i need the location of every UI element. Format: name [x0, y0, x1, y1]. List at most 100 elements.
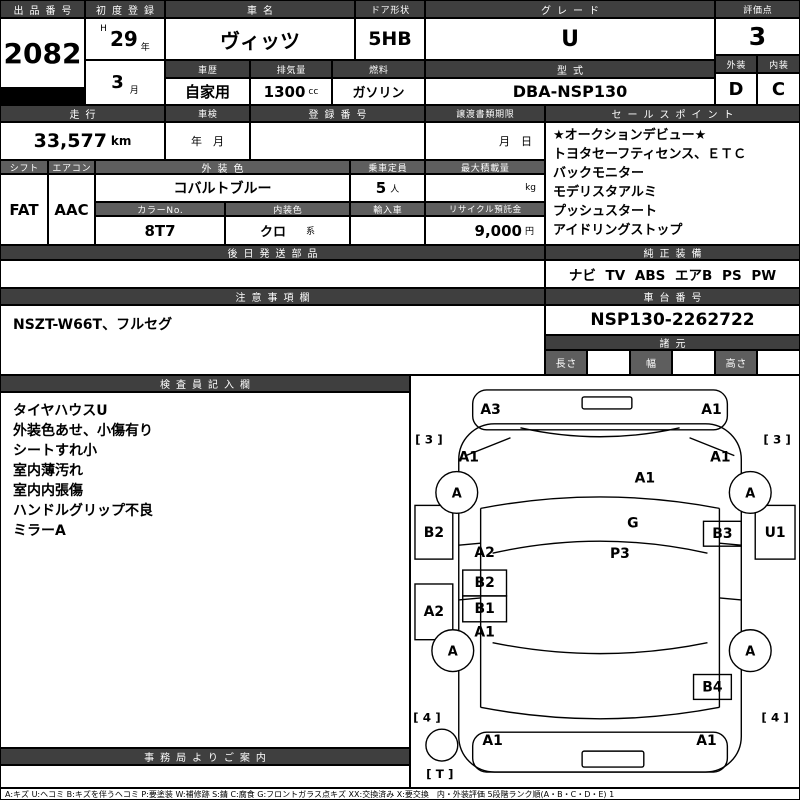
capacity-value: 5 人 [351, 175, 424, 201]
inspector-note-line: 室内薄汚れ [13, 463, 83, 479]
mark-bracket-rear-right: [ 4 ] [761, 710, 789, 724]
mark-door-left-front: A2 [474, 545, 494, 561]
model-code-label: 型式 [426, 61, 714, 77]
mark-bumper-front-right: A1 [701, 402, 721, 418]
left-door-box-rear [462, 595, 508, 623]
interior-grade-value: C [758, 74, 799, 104]
recycle-deposit-label: リサイクル預託金 [426, 203, 544, 215]
spare-tire [425, 728, 459, 762]
mark-bracket-front-right: [ 3 ] [763, 433, 791, 447]
length-value [588, 351, 629, 374]
headlight-left [465, 437, 511, 457]
exterior-color-value: コバルトブルー [96, 175, 349, 201]
sales-point-line: アイドリングストップ [553, 223, 683, 238]
tailgate-line [480, 706, 720, 720]
registration-number-label: 登録番号 [251, 106, 424, 121]
grade-value: U [426, 19, 714, 59]
aircon-label: エアコン [49, 161, 94, 173]
shift-label: シフト [1, 161, 47, 173]
transfer-deadline-label: 譲渡書類期限 [426, 106, 544, 121]
model-code-value: DBA-NSP130 [426, 79, 714, 104]
first-registration-label: 初度登録 [86, 1, 164, 17]
door-shape-value: 5HB [356, 19, 424, 59]
color-number-value: 8T7 [96, 217, 224, 244]
mark-wheel-rear-left: A [448, 645, 458, 660]
office-info-value [1, 766, 409, 787]
inspector-note-line: ミラーA [13, 523, 66, 539]
mark-side-panel-right: U1 [765, 525, 786, 541]
capacity-number: 5 [375, 179, 387, 197]
front-bumper [471, 389, 729, 431]
aircon-value: AAC [49, 175, 94, 244]
sales-point-line: モデリスタアルミ [553, 185, 657, 200]
mileage-number: 33,577 [33, 130, 107, 152]
caution-label: 注意事項欄 [1, 289, 544, 304]
sales-point-line: プッシュスタート [553, 204, 658, 219]
left-side-panel-rear [414, 583, 454, 641]
fuel-value: ガソリン [333, 79, 424, 104]
lot-number-value: 2082 [1, 19, 84, 87]
first-registration-year-value: 29 [109, 27, 138, 51]
score-label: 評価点 [716, 1, 799, 17]
rear-right-wheel [728, 629, 772, 673]
first-registration-month: 3 月 [86, 61, 164, 104]
mark-bumper-front-left: A3 [480, 402, 500, 418]
grille-line [520, 427, 680, 438]
first-registration-month-value: 3 [111, 72, 124, 93]
displacement-number: 1300 [263, 82, 306, 101]
transfer-deadline-value: 月 日 [426, 123, 544, 159]
recycle-deposit-number: 9,000 [474, 221, 522, 240]
chassis-number-value: NSP130-2262722 [546, 306, 799, 334]
inspector-notes-list: タイヤハウスU 外装色あせ、小傷有り シートすれ小 室内薄汚れ 室内内張傷 ハン… [1, 393, 409, 747]
mark-fender-front-left: A1 [458, 450, 478, 466]
sales-point-line: ★オークションデビュー★ [553, 128, 707, 143]
max-load-value: kg [426, 175, 544, 201]
rear-left-wheel [431, 629, 475, 673]
mark-door-left-mid: B2 [474, 575, 494, 591]
windshield-base [492, 540, 708, 554]
front-right-wheel [728, 470, 772, 515]
car-name-label: 車名 [166, 1, 354, 17]
height-label: 高さ [716, 351, 756, 374]
caution-value: NSZT-W66T、フルセグ [1, 306, 544, 374]
door-shape-label: ドア形状 [356, 1, 424, 17]
later-shipped-parts-label: 後日発送部品 [1, 246, 544, 259]
genuine-equipment-value: ナビ TV ABS エアB PS PW [546, 261, 799, 287]
mark-quarter-left: A1 [474, 625, 494, 641]
mileage-label: 走行 [1, 106, 164, 121]
mark-roof: P3 [610, 546, 630, 562]
mark-bumper-rear-left: A1 [482, 733, 502, 749]
mark-windshield: G [627, 515, 638, 531]
mark-quarter-right: B4 [702, 679, 723, 695]
month-unit: 月 [129, 86, 139, 96]
front-left-wheel [435, 470, 479, 515]
displacement-unit: cc [308, 86, 319, 97]
capacity-label: 乗車定員 [351, 161, 424, 173]
mark-bumper-rear-right: A1 [696, 733, 716, 749]
displacement-label: 排気量 [251, 61, 331, 77]
inspection-value: 年 月 [166, 123, 249, 159]
exterior-color-label: 外装色 [96, 161, 349, 173]
mark-side-panel-left-front: B2 [424, 525, 444, 541]
headlight-right [689, 437, 735, 457]
sales-points-list: ★オークションデビュー★ トヨタセーフティセンス、ＥＴＣ バックモニター モデリ… [546, 123, 799, 244]
inspector-note-line: タイヤハウスU [13, 403, 108, 419]
mark-fender-front-right: A1 [710, 450, 730, 466]
mark-wheel-rear-right: A [745, 645, 755, 660]
max-load-label: 最大積載量 [426, 161, 544, 173]
mark-spare-tire: [ T ] [426, 767, 453, 781]
recycle-deposit-value: 9,000 円 [426, 217, 544, 244]
wheels-group [425, 470, 772, 762]
chassis-number-label: 車台番号 [546, 289, 799, 304]
hood-rear-edge [480, 496, 720, 510]
first-registration-year: H 29 年 [86, 19, 164, 59]
sales-point-line: バックモニター [553, 166, 645, 181]
mark-side-right: B3 [712, 526, 732, 542]
history-value: 自家用 [166, 79, 249, 104]
era-prefix: H [100, 24, 107, 34]
door-seam-right-mid [719, 597, 742, 601]
sales-point-line: トヨタセーフティセンス、ＥＴＣ [553, 147, 747, 162]
interior-grade-label: 内装 [758, 56, 799, 72]
mark-door-left-rear: B1 [474, 601, 494, 617]
